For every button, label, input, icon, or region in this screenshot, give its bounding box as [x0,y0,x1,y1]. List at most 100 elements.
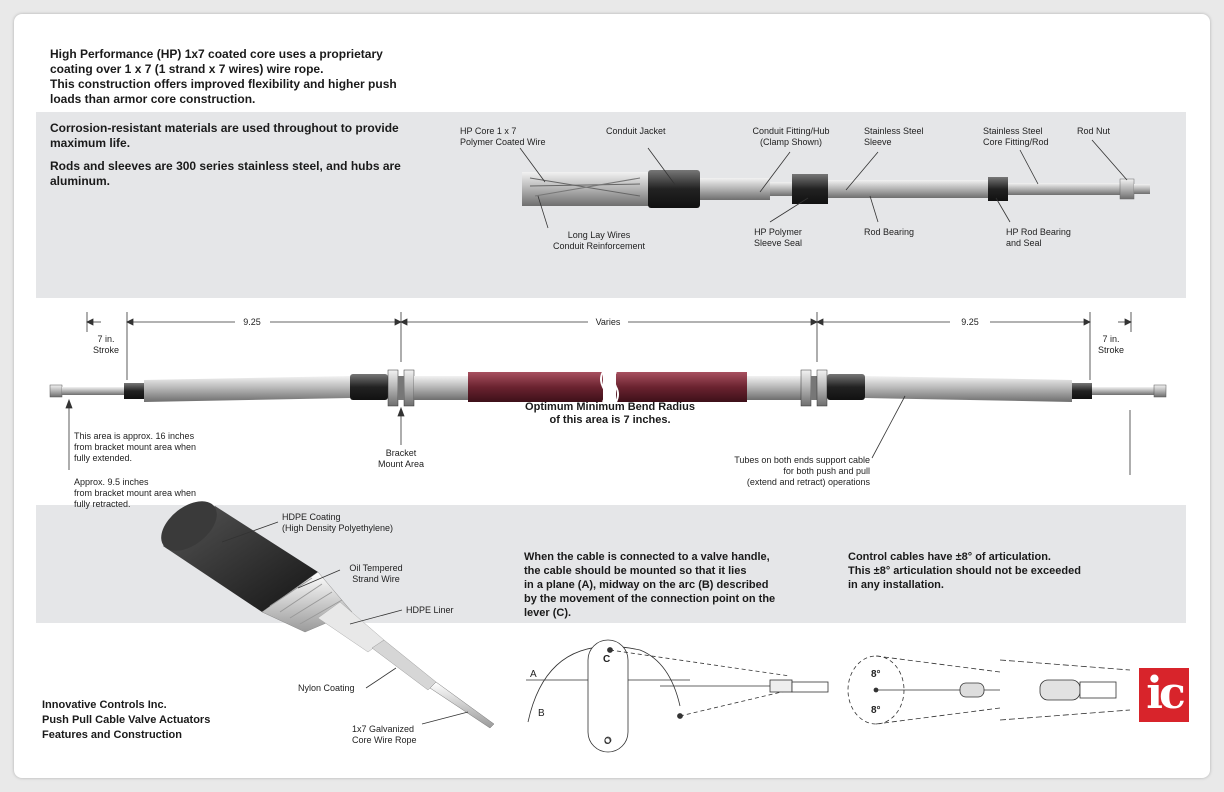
rod-bearing-seal [988,177,1008,201]
materials-line: Corrosion-resistant materials are used t… [50,121,399,135]
label-core-wire: 1x7 Galvanized Core Wire Rope [352,724,417,746]
mounting-line: When the cable is connected to a valve h… [524,551,770,563]
intro-line: coating over 1 x 7 (1 strand x 7 wires) … [50,62,324,76]
conduit-fitting [700,178,770,200]
cutaway-conduit-core [522,172,652,206]
label-line: 7 in. [97,334,115,344]
right-rod-end [1153,384,1167,398]
left-sleeve-tube [144,376,350,402]
layer-leader-lines [221,521,469,725]
note-line: This area is approx. 16 inches [74,431,195,441]
note-line: Tubes on both ends support cable [734,455,870,465]
nylon-coating-layer [371,639,437,691]
right-sleeve-tube [865,376,1072,402]
company-line: Push Pull Cable Valve Actuators [42,714,211,726]
cutaway-leader-lines [519,139,1128,229]
label-line: Strand Wire [352,574,400,584]
articulation-line: in any installation. [848,579,944,591]
label-rod-bearing-seal: HP Rod Bearing and Seal [1006,227,1071,249]
stainless-sleeve [828,180,988,198]
lever-diagram [526,639,829,753]
right-rod-seal [1072,383,1092,399]
label-conduit-jacket: Conduit Jacket [606,126,666,136]
rod-nut [1119,178,1135,200]
note-line: for both push and pull [783,466,870,476]
articulation-line: This ±8° articulation should not be exce… [848,565,1081,577]
intro-line: This construction offers improved flexib… [50,77,397,91]
materials-text: Corrosion-resistant materials are used t… [50,121,401,189]
label-line: Conduit Reinforcement [552,241,646,251]
label-line: Core Fitting/Rod [983,137,1049,147]
label-line: Long Lay Wires [567,230,631,240]
intro-line: High Performance (HP) 1x7 coated core us… [50,47,383,61]
dim-middle: Varies [595,317,621,327]
dimension-lines [86,312,1132,380]
mounting-line: by the movement of the connection point … [524,593,776,605]
company-block: Innovative Controls Inc. Push Pull Cable… [42,698,210,743]
left-bracket-nut-1 [387,369,399,407]
label-rod-nut: Rod Nut [1077,126,1111,136]
label-line: Conduit Fitting/Hub [752,126,830,136]
label-line: Stainless Steel [983,126,1043,136]
cable-jacket-left [468,372,603,402]
dim-right-length: 9.25 [961,317,979,327]
left-bracket-nut-2 [403,369,415,407]
note-line: Optimum Minimum Bend Radius [525,401,695,413]
label-oil-tempered: Oil Tempered Strand Wire [336,563,416,585]
mounting-text: When the cable is connected to a valve h… [524,550,775,620]
dim-stroke-left: 7 in. Stroke [86,334,126,356]
label-core-fitting: Stainless Steel Core Fitting/Rod [983,126,1049,148]
label-line: HDPE Coating [282,512,341,522]
materials-line: maximum life. [50,136,131,150]
label-line: (High Density Polyethylene) [282,523,394,533]
label-line: HP Rod Bearing [1006,227,1071,237]
note-line: from bracket mount area when [74,442,197,452]
mounting-line: lever (C). [524,607,572,619]
arc-label-b: B [538,708,545,719]
sleeve-clamp [792,174,828,204]
left-hub-seal [350,374,388,400]
label-hdpe-liner: HDPE Liner [406,605,454,615]
label-line: Stroke [92,345,119,355]
label-line: HP Polymer [754,227,802,237]
label-line: Oil Tempered [349,563,403,573]
articulation-line: Control cables have ±8° of articulation. [848,551,1051,563]
label-line: Core Wire Rope [352,735,417,745]
label-line: and Seal [1006,238,1042,248]
angle-bottom-label: 8° [871,705,881,716]
bend-radius-note: Optimum Minimum Bend Radius of this area… [500,401,720,427]
label-line: Sleeve Seal [753,238,803,248]
cutaway-cable [522,170,1150,208]
left-rod-seal [124,383,144,399]
intro-line: loads than armor core construction. [50,92,256,106]
intro-text: High Performance (HP) 1x7 coated core us… [50,47,397,107]
assembly-leader-lines [65,395,1131,475]
company-line: Features and Construction [42,729,182,741]
label-line: (Clamp Shown) [759,137,823,147]
bracket-mount-label: Bracket Mount Area [366,448,436,470]
label-stainless-sleeve: Stainless Steel Sleeve [864,126,924,148]
label-line: 1x7 Galvanized [352,724,415,734]
left-hub [414,376,468,400]
note-line: from bracket mount area when [74,488,197,498]
dim-stroke-right: 7 in. Stroke [1090,334,1132,356]
right-rod [1092,387,1156,395]
note-line: fully retracted. [74,499,131,509]
angle-top-label: 8° [871,669,881,680]
label-hp-core: HP Core 1 x 7 Polymer Coated Wire [460,126,546,148]
company-logo: ic [1139,668,1189,722]
lever-arm [587,639,629,753]
articulation-text: Control cables have ±8° of articulation.… [848,550,1081,592]
label-long-lay: Long Lay Wires Conduit Reinforcement [540,230,658,252]
core-rod [1008,183,1120,195]
label-line: HP Core 1 x 7 [460,126,517,136]
label-line: 7 in. [1102,334,1120,344]
label-hdpe-coating: HDPE Coating (High Density Polyethylene) [282,512,393,534]
left-rod [62,387,126,395]
label-conduit-fitting: Conduit Fitting/Hub (Clamp Shown) [746,126,836,148]
tubes-note: Tubes on both ends support cable for bot… [700,455,870,488]
label-nylon-coating: Nylon Coating [298,683,355,693]
note-line: Approx. 9.5 inches [74,477,149,487]
note-line: of this area is 7 inches. [549,414,671,426]
